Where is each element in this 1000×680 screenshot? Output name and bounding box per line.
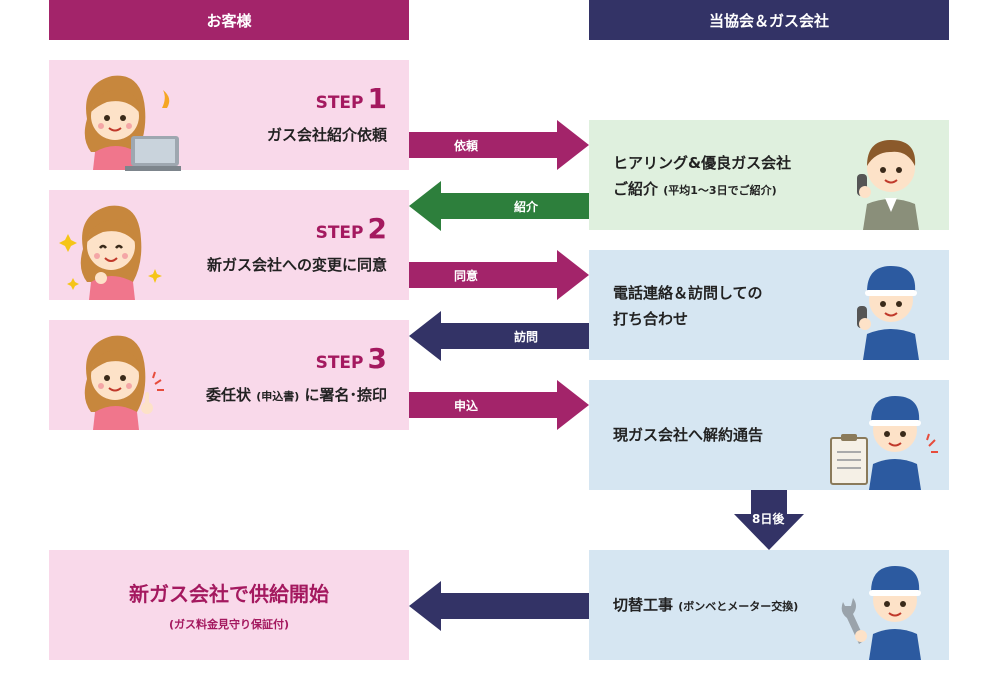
worker-phone-icon xyxy=(857,266,919,360)
step2-text: 新ガス会社への変更に同意 xyxy=(206,256,387,274)
call-text: 電話連絡＆訪問しての 打ち合わせ xyxy=(613,280,763,332)
introduce-arrow xyxy=(409,181,589,231)
apply-arrow xyxy=(409,380,589,430)
construction-text: 切替工事 (ボンベとメーター交換) xyxy=(613,592,798,620)
call-box: 電話連絡＆訪問しての 打ち合わせ xyxy=(589,250,949,360)
final-subtitle: (ガス料金見守り保証付) xyxy=(168,618,290,631)
step-number: 2 xyxy=(367,212,387,245)
call-line1: 電話連絡＆訪問しての xyxy=(613,284,763,302)
hearing-text: ヒアリング&優良ガス会社 ご紹介 (平均1～3日でご紹介) xyxy=(613,150,791,204)
hearing-box: ヒアリング&優良ガス会社 ご紹介 (平均1～3日でご紹介) xyxy=(589,120,949,230)
hearing-line2-main: ご紹介 xyxy=(613,180,659,198)
agree-arrow xyxy=(409,250,589,300)
agree-arrow-label: 同意 xyxy=(454,269,479,283)
call-line2: 打ち合わせ xyxy=(613,310,689,328)
woman-point-icon xyxy=(84,335,164,430)
step3-text-before: 委任状 xyxy=(205,386,251,404)
step3-text-paren: (申込書) xyxy=(256,390,300,403)
days-arrow-label: 8日後 xyxy=(752,512,785,526)
customer-header: お客様 xyxy=(49,0,409,40)
construction-main: 切替工事 xyxy=(613,596,674,614)
request-arrow-label: 依頼 xyxy=(454,139,479,153)
step1-text: ガス会社紹介依頼 xyxy=(266,126,387,144)
final-title: 新ガス会社で供給開始 xyxy=(129,582,329,606)
cancel-box: 現ガス会社へ解約通告 xyxy=(589,380,949,490)
apply-arrow-label: 申込 xyxy=(454,399,479,413)
step-number: 3 xyxy=(367,342,387,375)
cancel-text: 現ガス会社へ解約通告 xyxy=(613,426,764,444)
construction-small: (ボンベとメーター交換) xyxy=(678,600,799,613)
introduce-arrow-label: 紹介 xyxy=(514,200,539,214)
woman-laptop-icon xyxy=(84,75,181,171)
final-box: 新ガス会社で供給開始 (ガス料金見守り保証付) xyxy=(49,550,409,660)
step-number: 1 xyxy=(367,82,387,115)
visit-arrow xyxy=(409,311,589,361)
step-word: STEP xyxy=(315,353,364,373)
request-arrow xyxy=(409,120,589,170)
worker-clipboard-icon xyxy=(830,396,938,490)
construction-box: 切替工事 (ボンベとメーター交換) xyxy=(589,550,949,660)
step3-text: 委任状 (申込書) に署名･捺印 xyxy=(206,384,387,405)
worker-wrench-icon xyxy=(841,566,921,660)
step-word: STEP xyxy=(315,93,364,113)
hearing-line1: ヒアリング&優良ガス会社 xyxy=(613,154,792,172)
days-arrow xyxy=(734,490,804,550)
hearing-line2-small: (平均1～3日でご紹介) xyxy=(663,184,777,197)
step3-text-after: に署名･捺印 xyxy=(304,386,387,404)
visit-arrow-label: 訪問 xyxy=(514,330,539,344)
supply-arrow xyxy=(409,581,589,631)
association-header: 当協会＆ガス会社 xyxy=(589,0,949,40)
man-phone-icon xyxy=(857,140,919,230)
woman-agree-icon xyxy=(59,205,162,300)
step-word: STEP xyxy=(315,223,364,243)
hearing-line2: ご紹介 (平均1～3日でご紹介) xyxy=(613,176,791,204)
